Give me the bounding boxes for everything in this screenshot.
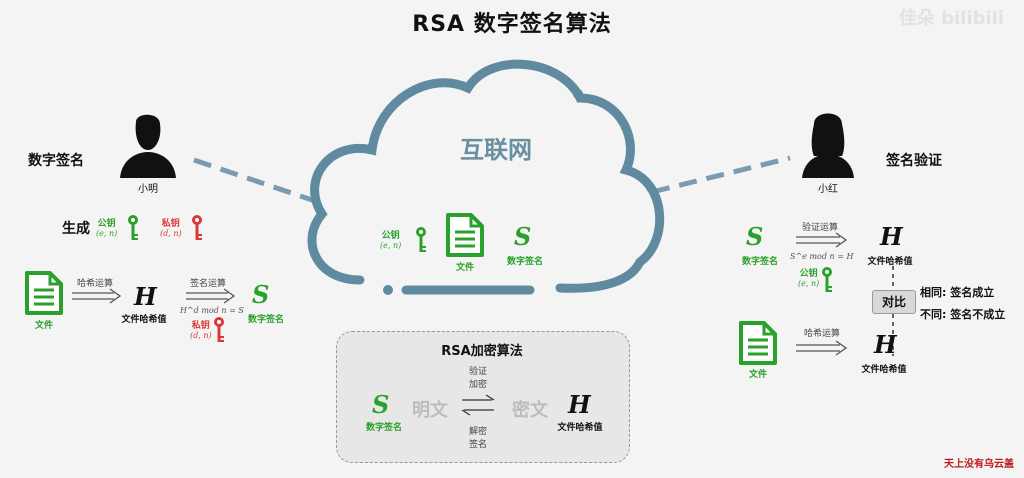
sign-label: 签名 — [468, 440, 487, 450]
rsa-signature-label: 数字签名 — [365, 423, 402, 433]
left-private-key2-label: 私钥 — [191, 321, 210, 331]
left-sign-formula: H^d mod n = S — [180, 306, 244, 315]
right-section-title: 签名验证 — [886, 153, 942, 169]
double-arrow-icon — [186, 288, 236, 304]
rsa-box-title: RSA加密算法 — [441, 344, 523, 359]
cloud-public-key: 公钥 (e, n) — [380, 228, 401, 250]
right-link-line — [651, 155, 791, 195]
left-private-key-math: (d, n) — [160, 229, 182, 238]
double-arrow-icon — [72, 288, 122, 304]
left-sign-op-label: 签名运算 — [189, 279, 226, 289]
key-icon — [416, 227, 426, 252]
left-section-title: 数字签名 — [28, 153, 84, 169]
left-hash-op-label: 哈希运算 — [76, 279, 113, 289]
right-H1: H — [880, 222, 903, 251]
right-person-name: 小红 — [818, 184, 838, 195]
encrypt-label: 加密 — [468, 380, 487, 390]
bidirectional-arrow-icon — [461, 394, 495, 416]
left-hash-value-label: 文件哈希值 — [121, 315, 167, 325]
file-icon — [739, 321, 777, 365]
ciphertext-label: 密文 — [512, 400, 548, 421]
right-verify-op-label: 验证运算 — [801, 223, 838, 233]
rsa-hash-value-label: 文件哈希值 — [557, 423, 603, 433]
right-public-key-math: (e, n) — [798, 279, 820, 288]
left-signature-S: S — [252, 280, 270, 309]
left-signature-label: 数字签名 — [247, 315, 284, 325]
internet-label: 互联网 — [460, 136, 532, 164]
generate-label: 生成 — [62, 221, 90, 237]
right-public-key: 公钥 (e, n) — [798, 266, 819, 288]
left-private-key: 私钥 (d, n) — [160, 216, 182, 238]
compare-box: 对比 — [872, 290, 916, 314]
left-private-key-label: 私钥 — [161, 219, 180, 229]
file-icon — [25, 271, 63, 315]
right-hash-value1-label: 文件哈希值 — [867, 257, 913, 267]
cloud-file-label: 文件 — [455, 263, 474, 273]
verify-label: 验证 — [468, 367, 487, 377]
left-private-key2-math: (d, n) — [190, 331, 212, 340]
left-public-key-label: 公钥 — [97, 219, 116, 229]
rsa-signature-S: S — [372, 390, 390, 419]
right-signature-label: 数字签名 — [741, 257, 778, 267]
right-public-key-label: 公钥 — [799, 269, 818, 279]
right-H2: H — [874, 330, 897, 359]
watermark: 佳朵 bilibili — [898, 8, 1004, 29]
left-file-label: 文件 — [34, 321, 53, 331]
cloud-dot-2 — [573, 89, 583, 99]
plaintext-label: 明文 — [412, 400, 448, 421]
person-icon — [120, 114, 176, 178]
cloud-public-key-math: (e, n) — [380, 241, 402, 250]
page-title: RSA 数字签名算法 — [412, 12, 612, 37]
cloud-public-key-label: 公钥 — [381, 231, 400, 241]
file-icon — [446, 213, 484, 257]
right-signature-S: S — [746, 222, 764, 251]
left-H: H — [134, 282, 157, 311]
decrypt-label: 解密 — [468, 427, 487, 437]
right-hash-value2-label: 文件哈希值 — [861, 365, 907, 375]
key-icon — [822, 267, 832, 292]
cloud-shape — [307, 59, 665, 293]
right-hash-op-label: 哈希运算 — [803, 329, 840, 339]
result-diff: 不同: 签名不成立 — [920, 308, 1006, 321]
compare-connector — [892, 266, 894, 356]
right-file-label: 文件 — [748, 370, 767, 380]
result-same: 相同: 签名成立 — [920, 286, 995, 299]
key-icon — [128, 215, 138, 240]
key-icon — [192, 215, 202, 240]
left-public-key-math: (e, n) — [96, 229, 118, 238]
left-private-key-2: 私钥 (d, n) — [190, 318, 212, 340]
rsa-algorithm-box — [336, 331, 630, 463]
double-arrow-icon — [796, 232, 848, 248]
cloud-dot — [383, 285, 393, 295]
key-icon — [214, 317, 224, 342]
right-verify-formula: S^e mod n = H — [790, 252, 854, 261]
cloud-signature-label: 数字签名 — [506, 257, 543, 267]
left-link-line — [193, 157, 319, 205]
left-public-key: 公钥 (e, n) — [96, 216, 117, 238]
left-person-name: 小明 — [138, 184, 158, 195]
rsa-H: H — [568, 390, 591, 419]
cloud-signature-S: S — [514, 222, 532, 251]
double-arrow-icon — [796, 340, 848, 356]
credit: 天上没有乌云盖 — [944, 459, 1014, 470]
person-icon — [802, 113, 854, 178]
